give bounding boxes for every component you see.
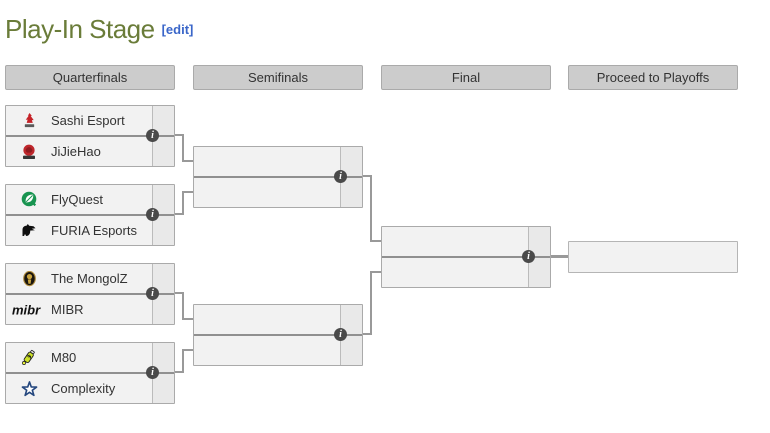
row-divider [382, 256, 550, 258]
row-divider [6, 135, 174, 137]
score-cell [340, 178, 362, 207]
match-info-icon[interactable]: i [334, 328, 347, 341]
score-cell [340, 147, 362, 176]
row-divider [6, 372, 174, 374]
bracket-connector [175, 292, 184, 294]
bracket-connector [182, 191, 184, 215]
team-row-empty [194, 147, 362, 176]
column-header-proceed-to-playoffs: Proceed to Playoffs [568, 65, 738, 90]
sashi-esport-logo [12, 112, 46, 129]
team-row-jijiehao[interactable]: JiJieHao [6, 137, 174, 166]
column-header-final: Final [381, 65, 551, 90]
team-name: MIBR [51, 302, 84, 317]
row-divider [194, 176, 362, 178]
match-quarterfinal-1: Sashi Esport JiJieHao i [5, 105, 175, 167]
bracket-connector [182, 318, 193, 320]
team-row-complexity[interactable]: Complexity [6, 374, 174, 403]
team-name: Complexity [51, 381, 116, 396]
bracket-connector [370, 271, 372, 335]
flyquest-logo [12, 191, 46, 208]
bracket-connector-to-playoffs [551, 255, 568, 258]
score-cell [152, 216, 174, 245]
score-cell [340, 336, 362, 365]
score-cell [152, 264, 174, 293]
jijiehao-logo [12, 144, 46, 160]
score-cell [152, 137, 174, 166]
team-row-sashi-esport[interactable]: Sashi Esport [6, 106, 174, 135]
bracket-connector [370, 175, 372, 242]
column-header-quarterfinals: Quarterfinals [5, 65, 175, 90]
match-semifinal-2: i [193, 304, 363, 366]
bracket-connector [182, 292, 184, 320]
team-name: The MongolZ [51, 271, 128, 286]
team-row-furia-esports[interactable]: FURIA Esports [6, 216, 174, 245]
team-row-empty [382, 258, 550, 287]
bracket-connector [370, 240, 381, 242]
bracket-connector [175, 213, 184, 215]
bracket-connector [370, 271, 381, 273]
complexity-logo [12, 380, 46, 397]
playoff-qualification-slot [568, 241, 738, 273]
team-row-flyquest[interactable]: FlyQuest [6, 185, 174, 214]
bracket-connector [175, 134, 184, 136]
page-title: Play-In Stage [5, 13, 155, 44]
bracket-connector [182, 349, 193, 351]
bracket-connector [182, 191, 193, 193]
team-row-the-mongolz[interactable]: The MongolZ [6, 264, 174, 293]
match-info-icon[interactable]: i [334, 170, 347, 183]
match-semifinal-1: i [193, 146, 363, 208]
match-quarterfinal-2: FlyQuest FURIA Esports i [5, 184, 175, 246]
match-final: i [381, 226, 551, 288]
team-row-empty [194, 178, 362, 207]
team-row-empty [194, 305, 362, 334]
score-cell [152, 295, 174, 324]
bracket-connector [182, 134, 184, 162]
bracket-connector [363, 333, 372, 335]
furia-esports-logo [12, 223, 46, 239]
score-cell [152, 374, 174, 403]
team-row-empty [382, 227, 550, 256]
team-row-mibr[interactable]: mibr MIBR [6, 295, 174, 324]
match-info-icon[interactable]: i [146, 366, 159, 379]
score-cell [528, 227, 550, 256]
the-mongolz-logo [12, 270, 46, 287]
bracket-connector [175, 371, 184, 373]
bracket-connector [182, 349, 184, 373]
section-heading: Play-In Stage [edit] [5, 14, 193, 54]
team-name: JiJieHao [51, 144, 101, 159]
match-info-icon[interactable]: i [146, 208, 159, 221]
score-cell [152, 106, 174, 135]
team-name: FURIA Esports [51, 223, 137, 238]
score-cell [152, 343, 174, 372]
match-quarterfinal-4: M80 Complexity i [5, 342, 175, 404]
bracket-connector [182, 160, 193, 162]
team-name: Sashi Esport [51, 113, 125, 128]
team-name: FlyQuest [51, 192, 104, 207]
row-divider [6, 214, 174, 216]
match-info-icon[interactable]: i [146, 129, 159, 142]
row-divider [6, 293, 174, 295]
team-row-m80[interactable]: M80 [6, 343, 174, 372]
svg-text:mibr: mibr [12, 302, 41, 317]
m80-logo [12, 349, 46, 366]
score-cell [152, 185, 174, 214]
row-divider [194, 334, 362, 336]
score-cell [528, 258, 550, 287]
column-header-semifinals: Semifinals [193, 65, 363, 90]
match-quarterfinal-3: The MongolZ mibr MIBR i [5, 263, 175, 325]
match-info-icon[interactable]: i [146, 287, 159, 300]
match-info-icon[interactable]: i [522, 250, 535, 263]
bracket-connector [363, 175, 372, 177]
team-row-empty [194, 336, 362, 365]
score-cell [340, 305, 362, 334]
edit-link[interactable]: [edit] [161, 21, 194, 37]
mibr-logo: mibr [12, 302, 46, 318]
team-name: M80 [51, 350, 77, 365]
